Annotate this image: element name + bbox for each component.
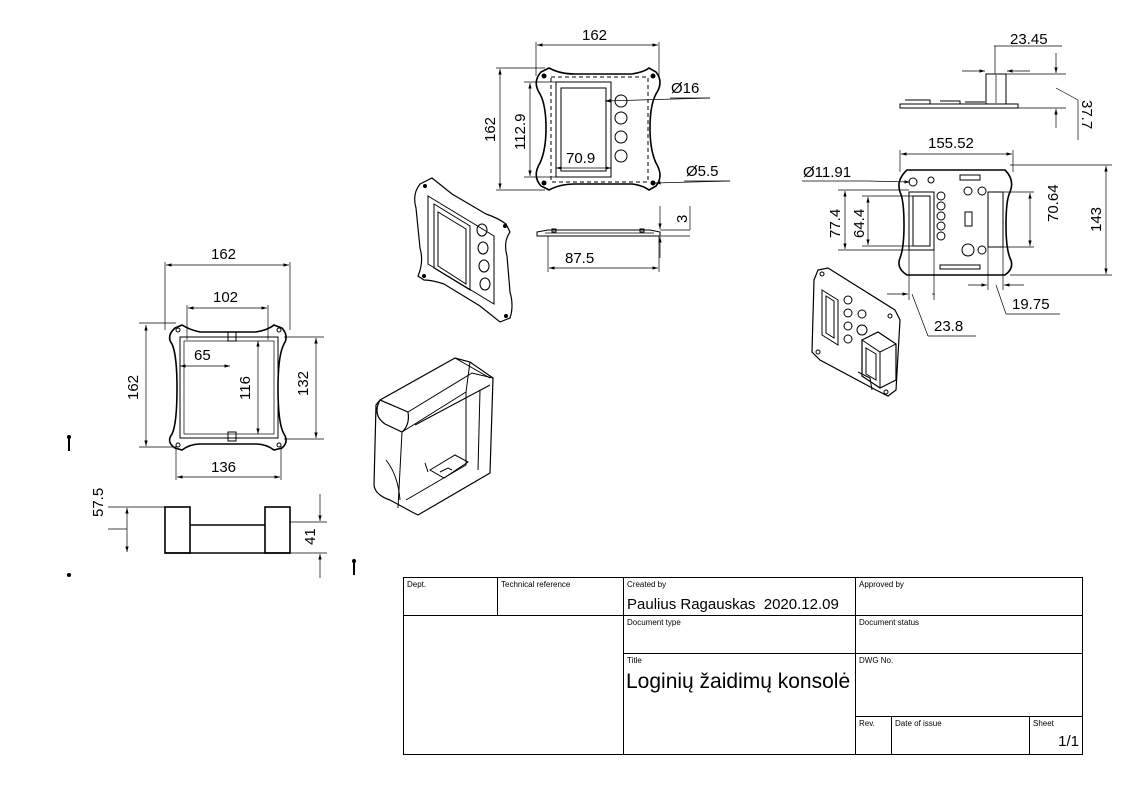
dwg-no-cell: DWG No. [856, 654, 1083, 717]
title-value: Loginių žaidimų konsolė [626, 670, 851, 693]
date-issue-label: Date of issue [895, 719, 942, 728]
sheet-cell: Sheet 1/1 [1030, 717, 1083, 755]
dim-pcb-height-top: 23.45 [1010, 31, 1048, 48]
dim-pcb-window-outer: 77.4 [827, 209, 844, 238]
dim-lid-button-dia: Ø16 [671, 80, 699, 97]
pcb-isometric [811, 267, 901, 397]
date-issue-cell: Date of issue [892, 717, 1030, 755]
created-by-label: Created by [627, 580, 667, 589]
doc-type-label: Document type [627, 618, 681, 627]
created-by-cell: Created by Paulius Ragauskas 2020.12.09 [624, 578, 856, 616]
empty-left-cell [404, 616, 624, 755]
doc-type-cell: Document type [624, 616, 856, 654]
title-block: Dept. Technical reference Created by Pau… [403, 577, 1083, 755]
base-frame-isometric [373, 357, 494, 516]
dim-lid-hole-dia: Ø5.5 [686, 163, 719, 180]
base-frame-top-view: 162 102 65 162 116 132 136 [125, 246, 324, 480]
approved-by-cell: Approved by [856, 578, 1083, 616]
dim-lid-height: 162 [482, 117, 499, 142]
dim-lid-thickness: 3 [674, 215, 691, 223]
dwg-no-label: DWG No. [859, 656, 894, 665]
dept-cell: Dept. [404, 578, 498, 616]
tech-ref-label: Technical reference [501, 580, 571, 589]
dim-pcb-side: 37.7 [1078, 100, 1095, 129]
doc-status-label: Document status [859, 618, 920, 627]
doc-status-cell: Document status [856, 616, 1083, 654]
dim-base-bottom-width: 136 [211, 459, 236, 476]
tech-ref-cell: Technical reference [498, 578, 624, 616]
dim-side-height: 57.5 [90, 488, 107, 517]
dim-pcb-edge: 19.75 [1012, 296, 1050, 313]
dim-pcb-hole-dia: Ø11.91 [803, 164, 851, 181]
pcb-top-view: 155.52 Ø11.91 77.4 64.4 70.64 143 23.8 1… [802, 135, 1112, 337]
pcb-side-view: 23.45 37.7 [899, 31, 1095, 140]
dim-base-outer-height: 132 [295, 371, 312, 396]
dim-base-inner-height: 116 [237, 376, 254, 400]
dim-lid-inner-height: 112.9 [512, 114, 529, 150]
dim-base-width-top: 162 [211, 246, 236, 263]
sheet-value: 1/1 [1058, 733, 1079, 750]
title-label: Title [627, 656, 642, 665]
lid-isometric [414, 177, 513, 323]
dim-pcb-height: 143 [1088, 207, 1105, 232]
dim-base-slot: 65 [194, 347, 211, 364]
approved-by-label: Approved by [859, 580, 904, 589]
dim-lid-window: 70.9 [566, 150, 595, 167]
dim-pcb-window-inner: 64.4 [851, 209, 868, 238]
base-frame-side-view: 57.5 41 [67, 435, 356, 578]
rev-cell: Rev. [856, 717, 892, 755]
dim-base-height: 162 [125, 375, 142, 400]
title-cell: Title Loginių žaidimų konsolė [624, 654, 856, 755]
dim-side-depth: 41 [302, 528, 319, 545]
dim-pcb-connector: 70.64 [1045, 184, 1062, 222]
rev-label: Rev. [859, 719, 875, 728]
dept-label: Dept. [407, 580, 427, 589]
dim-pcb-width: 155.52 [928, 135, 974, 152]
dim-lid-side-width: 87.5 [565, 250, 594, 267]
dim-lid-width: 162 [582, 27, 607, 44]
dim-base-inner-width: 102 [213, 289, 238, 306]
dim-pcb-offset: 23.8 [934, 318, 963, 335]
lid-top-view: 162 162 112.9 70.9 Ø16 Ø5.5 [482, 27, 731, 191]
created-by-value: Paulius Ragauskas 2020.12.09 [627, 596, 839, 613]
sheet-label: Sheet [1033, 719, 1054, 728]
lid-side-view: 87.5 3 [536, 206, 691, 272]
